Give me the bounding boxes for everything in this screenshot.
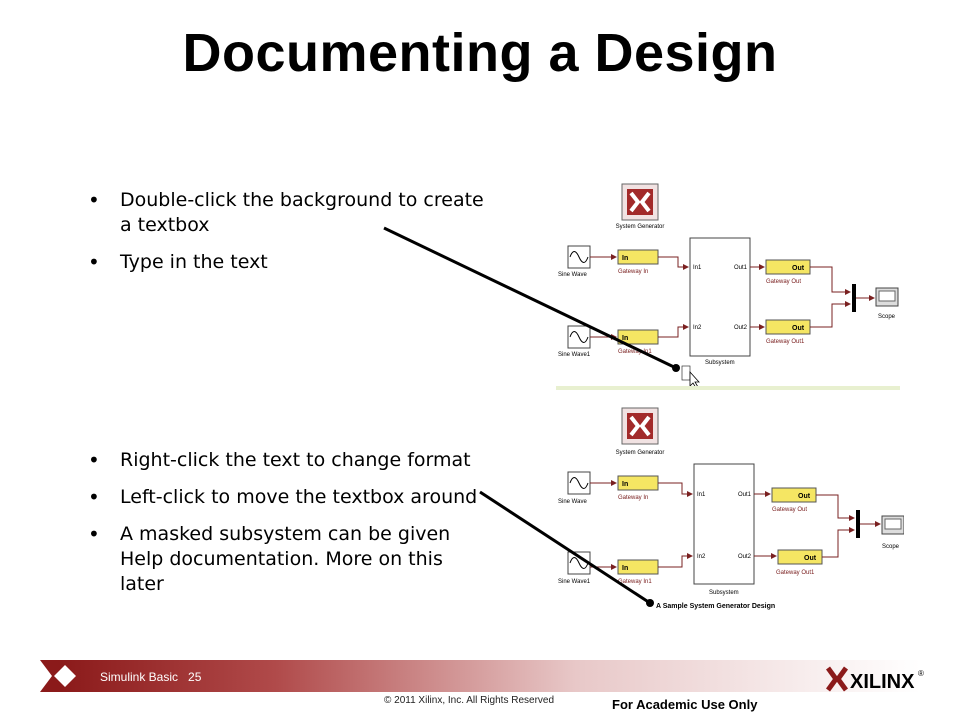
port-label: Out2 bbox=[734, 325, 748, 331]
footer-bar bbox=[40, 660, 920, 692]
bullet-dot-icon: • bbox=[88, 448, 100, 472]
system-generator-icon[interactable] bbox=[621, 183, 659, 221]
annotation-text[interactable]: A Sample System Generator Design bbox=[656, 603, 775, 610]
gateway-in-label: Gateway In bbox=[618, 495, 648, 501]
port-label: In2 bbox=[697, 554, 706, 560]
copyright: © 2011 Xilinx, Inc. All Rights Reserved bbox=[384, 695, 555, 706]
mux-block[interactable] bbox=[856, 510, 860, 538]
scroll-strip bbox=[556, 386, 900, 390]
gateway-out-text: Out bbox=[792, 265, 805, 272]
sine-wave-label: Sine Wave bbox=[558, 272, 587, 278]
sine-wave-icon[interactable] bbox=[567, 471, 591, 495]
bullet-dot-icon: • bbox=[88, 522, 100, 546]
textbox-cursor-icon[interactable] bbox=[681, 365, 691, 381]
gateway-in-label: Gateway In1 bbox=[618, 579, 652, 585]
port-label: Out1 bbox=[734, 265, 748, 271]
bullet-list-bottom: • Right-click the text to change format •… bbox=[88, 448, 488, 609]
system-generator-label: System Generator bbox=[616, 450, 665, 456]
bullet-text: Double-click the background to create a … bbox=[120, 189, 484, 236]
gateway-in-text: In bbox=[622, 335, 628, 342]
bullet-item: • A masked subsystem can be given Help do… bbox=[88, 522, 488, 597]
scope-icon[interactable] bbox=[881, 515, 904, 535]
bullet-text: Right-click the text to change format bbox=[120, 449, 471, 471]
bullet-item: • Type in the text bbox=[88, 250, 498, 275]
scope-label: Scope bbox=[882, 544, 900, 550]
slide-title: Documenting a Design bbox=[182, 23, 778, 83]
sine-wave-label: Sine Wave1 bbox=[558, 352, 591, 358]
bullet-list-top: • Double-click the background to create a… bbox=[88, 188, 498, 287]
scope-label: Scope bbox=[878, 314, 896, 320]
sine-wave-icon[interactable] bbox=[567, 551, 591, 575]
gateway-out-text: Out bbox=[804, 555, 817, 562]
sine-wave-label: Sine Wave bbox=[558, 499, 587, 505]
scope-icon[interactable] bbox=[875, 287, 899, 307]
gateway-out-label: Gateway Out1 bbox=[766, 339, 805, 345]
gateway-out-label: Gateway Out bbox=[772, 507, 807, 513]
gateway-out-text: Out bbox=[792, 325, 805, 332]
simulink-diagram-top: System Generator Sine Wave Sine Wave1 In… bbox=[556, 183, 900, 390]
footer-course: Simulink Basic 25 bbox=[100, 670, 202, 684]
gateway-in-text: In bbox=[622, 481, 628, 488]
port-label: Out2 bbox=[738, 554, 752, 560]
gateway-in-label: Gateway In bbox=[618, 269, 648, 275]
sine-wave-icon[interactable] bbox=[567, 245, 591, 269]
bullet-text: Left-click to move the textbox around bbox=[120, 486, 478, 508]
bullet-item: • Left-click to move the textbox around bbox=[88, 485, 488, 510]
gateway-in-label: Gateway In1 bbox=[618, 349, 652, 355]
bullet-dot-icon: • bbox=[88, 250, 100, 274]
subsystem-label: Subsystem bbox=[705, 360, 735, 366]
bullet-item: • Right-click the text to change format bbox=[88, 448, 488, 473]
xilinx-logo: XILINX ® bbox=[826, 666, 924, 693]
gateway-in-text: In bbox=[622, 565, 628, 572]
bullet-dot-icon: • bbox=[88, 485, 100, 509]
xilinx-wordmark: XILINX bbox=[850, 671, 915, 693]
port-label: In1 bbox=[697, 492, 706, 498]
sine-wave-icon[interactable] bbox=[567, 325, 591, 349]
port-label: In2 bbox=[693, 325, 702, 331]
gateway-out-text: Out bbox=[798, 493, 811, 500]
mouse-pointer-icon bbox=[689, 370, 700, 389]
simulink-diagram-bottom: System Generator Sine Wave Sine Wave1 In… bbox=[558, 407, 904, 610]
sine-wave-label: Sine Wave1 bbox=[558, 579, 591, 585]
gateway-out-label: Gateway Out bbox=[766, 279, 801, 285]
gateway-in-text: In bbox=[622, 255, 628, 262]
system-generator-icon[interactable] bbox=[621, 407, 659, 445]
bullet-item: • Double-click the background to create a… bbox=[88, 188, 498, 238]
registered-mark: ® bbox=[918, 669, 924, 678]
subsystem-label: Subsystem bbox=[709, 590, 739, 596]
port-label: In1 bbox=[693, 265, 702, 271]
subsystem-block[interactable] bbox=[693, 463, 755, 585]
bullet-text: A masked subsystem can be given Help doc… bbox=[120, 523, 451, 595]
subsystem-block[interactable] bbox=[689, 237, 751, 357]
mux-block[interactable] bbox=[852, 284, 856, 312]
page-number: 25 bbox=[188, 670, 202, 684]
system-generator-label: System Generator bbox=[616, 224, 665, 230]
bullet-text: Type in the text bbox=[120, 251, 268, 273]
signal-wires bbox=[590, 480, 881, 570]
bullet-dot-icon: • bbox=[88, 188, 100, 212]
gateway-out-label: Gateway Out1 bbox=[776, 570, 815, 576]
port-label: Out1 bbox=[738, 492, 752, 498]
academic-notice: For Academic Use Only bbox=[612, 697, 758, 712]
